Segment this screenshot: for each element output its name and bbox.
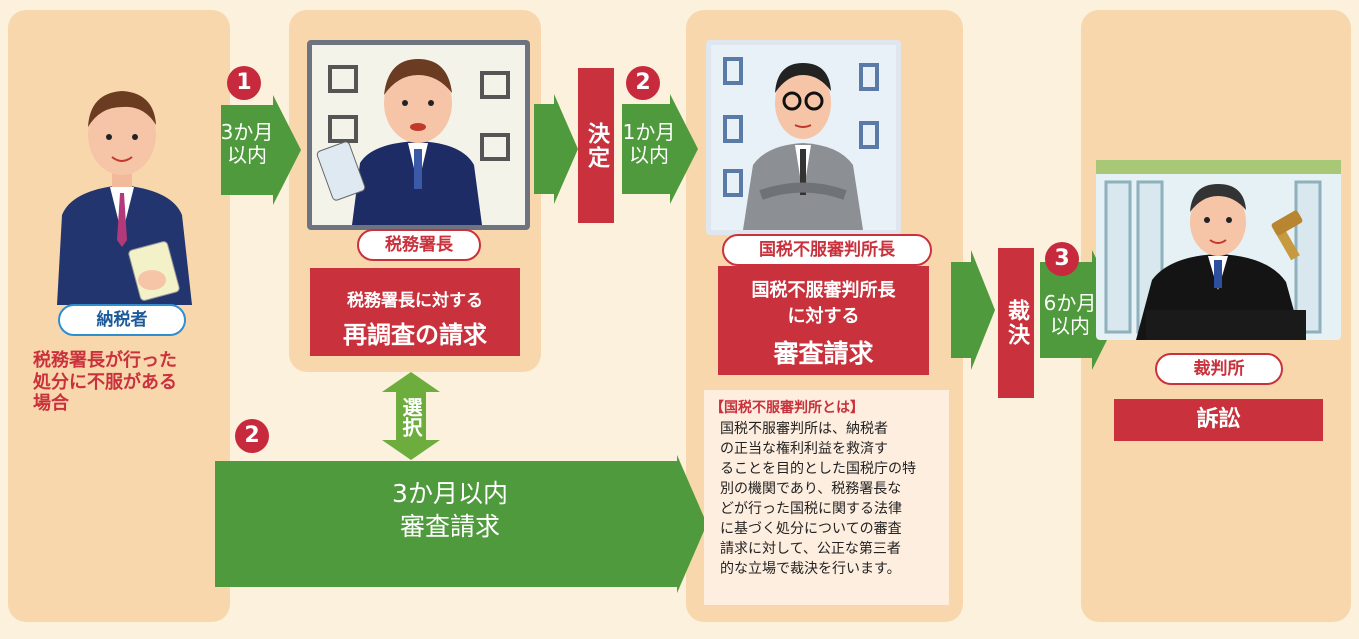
step3-period: 6か月以内 [1043,291,1097,338]
tribunal-about-title: 【国税不服審判所とは】 [710,400,864,416]
tax-office-illustration [307,40,530,230]
arrow-to-decision [534,94,580,204]
reinvestigation-request-box: 税務署長に対する 再調査の請求 [310,268,520,356]
step2-top-number: 2 [626,66,660,100]
tribunal-illustration [706,40,901,235]
tax-office-label: 税務署長 [357,229,481,261]
tribunal-label: 国税不服審判所長 [722,234,932,266]
select-label: 選択 [399,397,423,437]
lawsuit-box: 訴訟 [1114,399,1323,441]
step2-top-period: 1か月以内 [622,120,676,167]
step2-bottom-text: 3か月以内審査請求 [392,479,508,541]
step3-number: 3 [1045,242,1079,276]
select-double-arrow [382,372,440,460]
step1-number: 1 [227,66,261,100]
taxpayer-condition: 税務署長が行った 処分に不服がある 場合 [33,350,177,415]
step1-period: 3か月以内 [220,120,274,167]
court-illustration [1096,160,1341,340]
examination-request-box: 国税不服審判所長 に対する 審査請求 [718,266,929,375]
decision-label: 決定 [578,68,614,223]
step2-bottom-number: 2 [235,419,269,453]
tribunal-about-text: 国税不服審判所は、納税者 の正当な権利利益を救済す ることを目的とした国税庁の特… [720,421,916,577]
arrow-step2-top [622,94,700,204]
ruling-label: 裁決 [998,248,1034,398]
arrow-step1 [221,95,301,205]
tribunal-about-box: 【国税不服審判所とは】 国税不服審判所は、納税者 の正当な権利利益を救済す るこ… [704,390,949,605]
taxpayer-label: 納税者 [58,304,186,336]
court-label: 裁判所 [1155,353,1283,385]
arrow-to-ruling [951,250,997,370]
taxpayer-illustration [32,75,212,305]
arrow-step2-bottom [215,455,707,593]
